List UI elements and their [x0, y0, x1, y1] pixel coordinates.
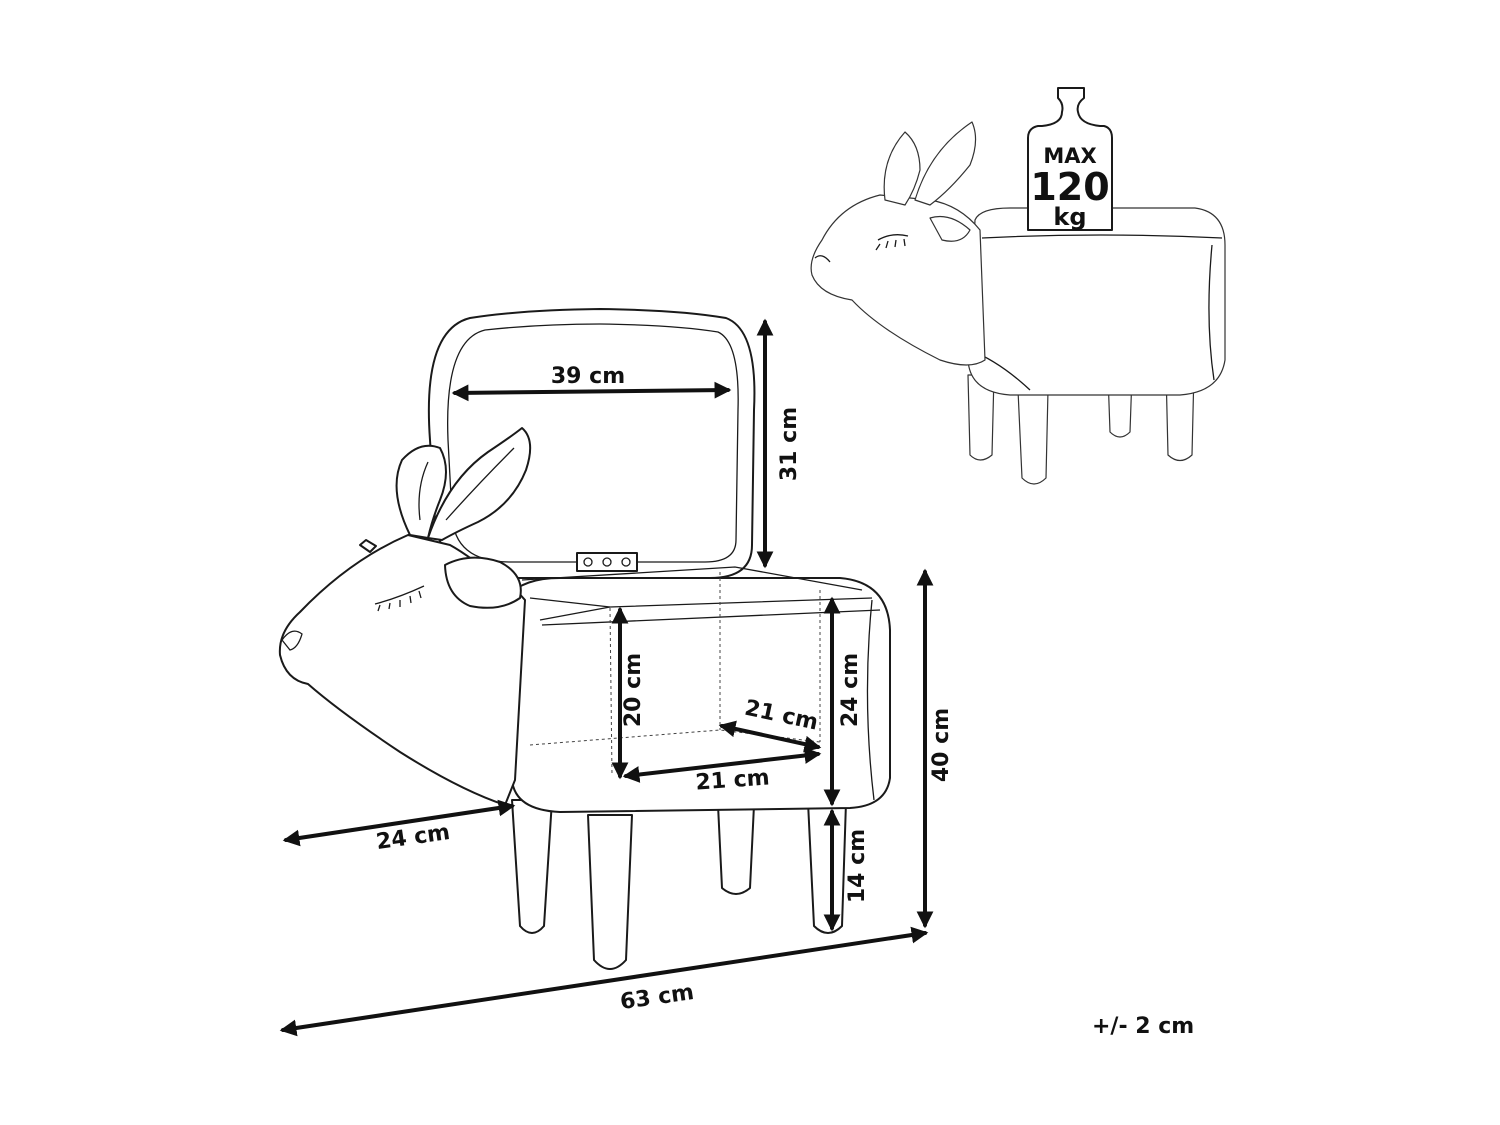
hinge — [576, 552, 638, 572]
lid-height-label: 31 cm — [777, 407, 802, 481]
inner-depth-label: 20 cm — [621, 653, 646, 727]
back-left-leg — [717, 804, 755, 895]
weight-max-label: MAX — [1043, 144, 1096, 168]
weight-unit: kg — [1053, 203, 1086, 231]
left-ear — [395, 444, 447, 539]
weight-value: 120 — [1030, 165, 1109, 209]
overall-length-arrow — [279, 926, 929, 1037]
dimension-lines: 39 cm 31 cm 20 cm 24 cm 14 cm 40 cm 21 c… — [279, 318, 954, 1037]
overall-length-label: 63 cm — [619, 980, 696, 1015]
open-lid — [427, 308, 756, 579]
lid-width-label: 39 cm — [551, 364, 625, 389]
front-right-leg — [587, 814, 633, 970]
weight-icon: MAX 120 kg — [1027, 87, 1113, 231]
tolerance-note: +/- 2 cm — [1092, 1014, 1194, 1039]
back-right-leg — [807, 801, 847, 934]
inner-length-arrow — [622, 747, 822, 783]
leg-height-label: 14 cm — [845, 829, 870, 903]
overall-height-label: 40 cm — [929, 708, 954, 782]
inner-width-arrow — [718, 720, 822, 753]
inner-length-label: 21 cm — [695, 765, 771, 795]
body-height-label: 24 cm — [838, 653, 863, 727]
lid-width-arrow — [451, 381, 732, 402]
front-left-leg — [511, 799, 553, 934]
front-depth-arrow — [282, 799, 516, 847]
reference-deer-stool — [810, 121, 1226, 485]
